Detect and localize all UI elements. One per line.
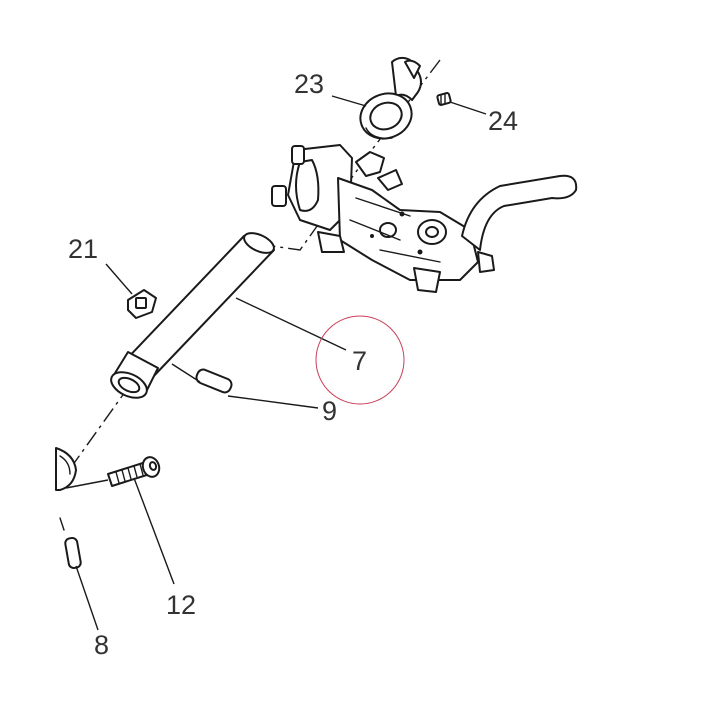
leader-12 bbox=[133, 477, 175, 585]
callout-24: 24 bbox=[488, 106, 518, 136]
part-21-clip bbox=[127, 289, 157, 319]
part-7-handlebar-tube bbox=[110, 232, 275, 399]
highlight-circle-part-7 bbox=[315, 315, 405, 405]
callout-21: 21 bbox=[68, 234, 98, 264]
leader-21 bbox=[105, 263, 133, 295]
callout-12: 12 bbox=[166, 590, 196, 620]
leader-12-axis bbox=[65, 479, 109, 489]
pin-8-axis-tick bbox=[59, 517, 65, 531]
part-23-clamp-ring bbox=[359, 56, 422, 140]
part-8-pin bbox=[64, 536, 82, 570]
leader-7 bbox=[235, 297, 347, 351]
callout-23: 23 bbox=[294, 69, 324, 99]
callout-8: 8 bbox=[94, 630, 109, 660]
leader-23 bbox=[331, 95, 367, 107]
leader-9 bbox=[171, 363, 319, 409]
callout-9: 9 bbox=[322, 396, 337, 426]
part-24-grub-screw bbox=[436, 92, 452, 106]
leader-8 bbox=[75, 565, 99, 631]
leader-24 bbox=[449, 101, 487, 115]
part-9-pin bbox=[195, 368, 233, 394]
master-cylinder-lever-assembly bbox=[271, 144, 578, 293]
callout-7: 7 bbox=[352, 346, 367, 376]
part-12-bolt bbox=[107, 456, 161, 487]
bar-end-partial bbox=[55, 447, 77, 491]
